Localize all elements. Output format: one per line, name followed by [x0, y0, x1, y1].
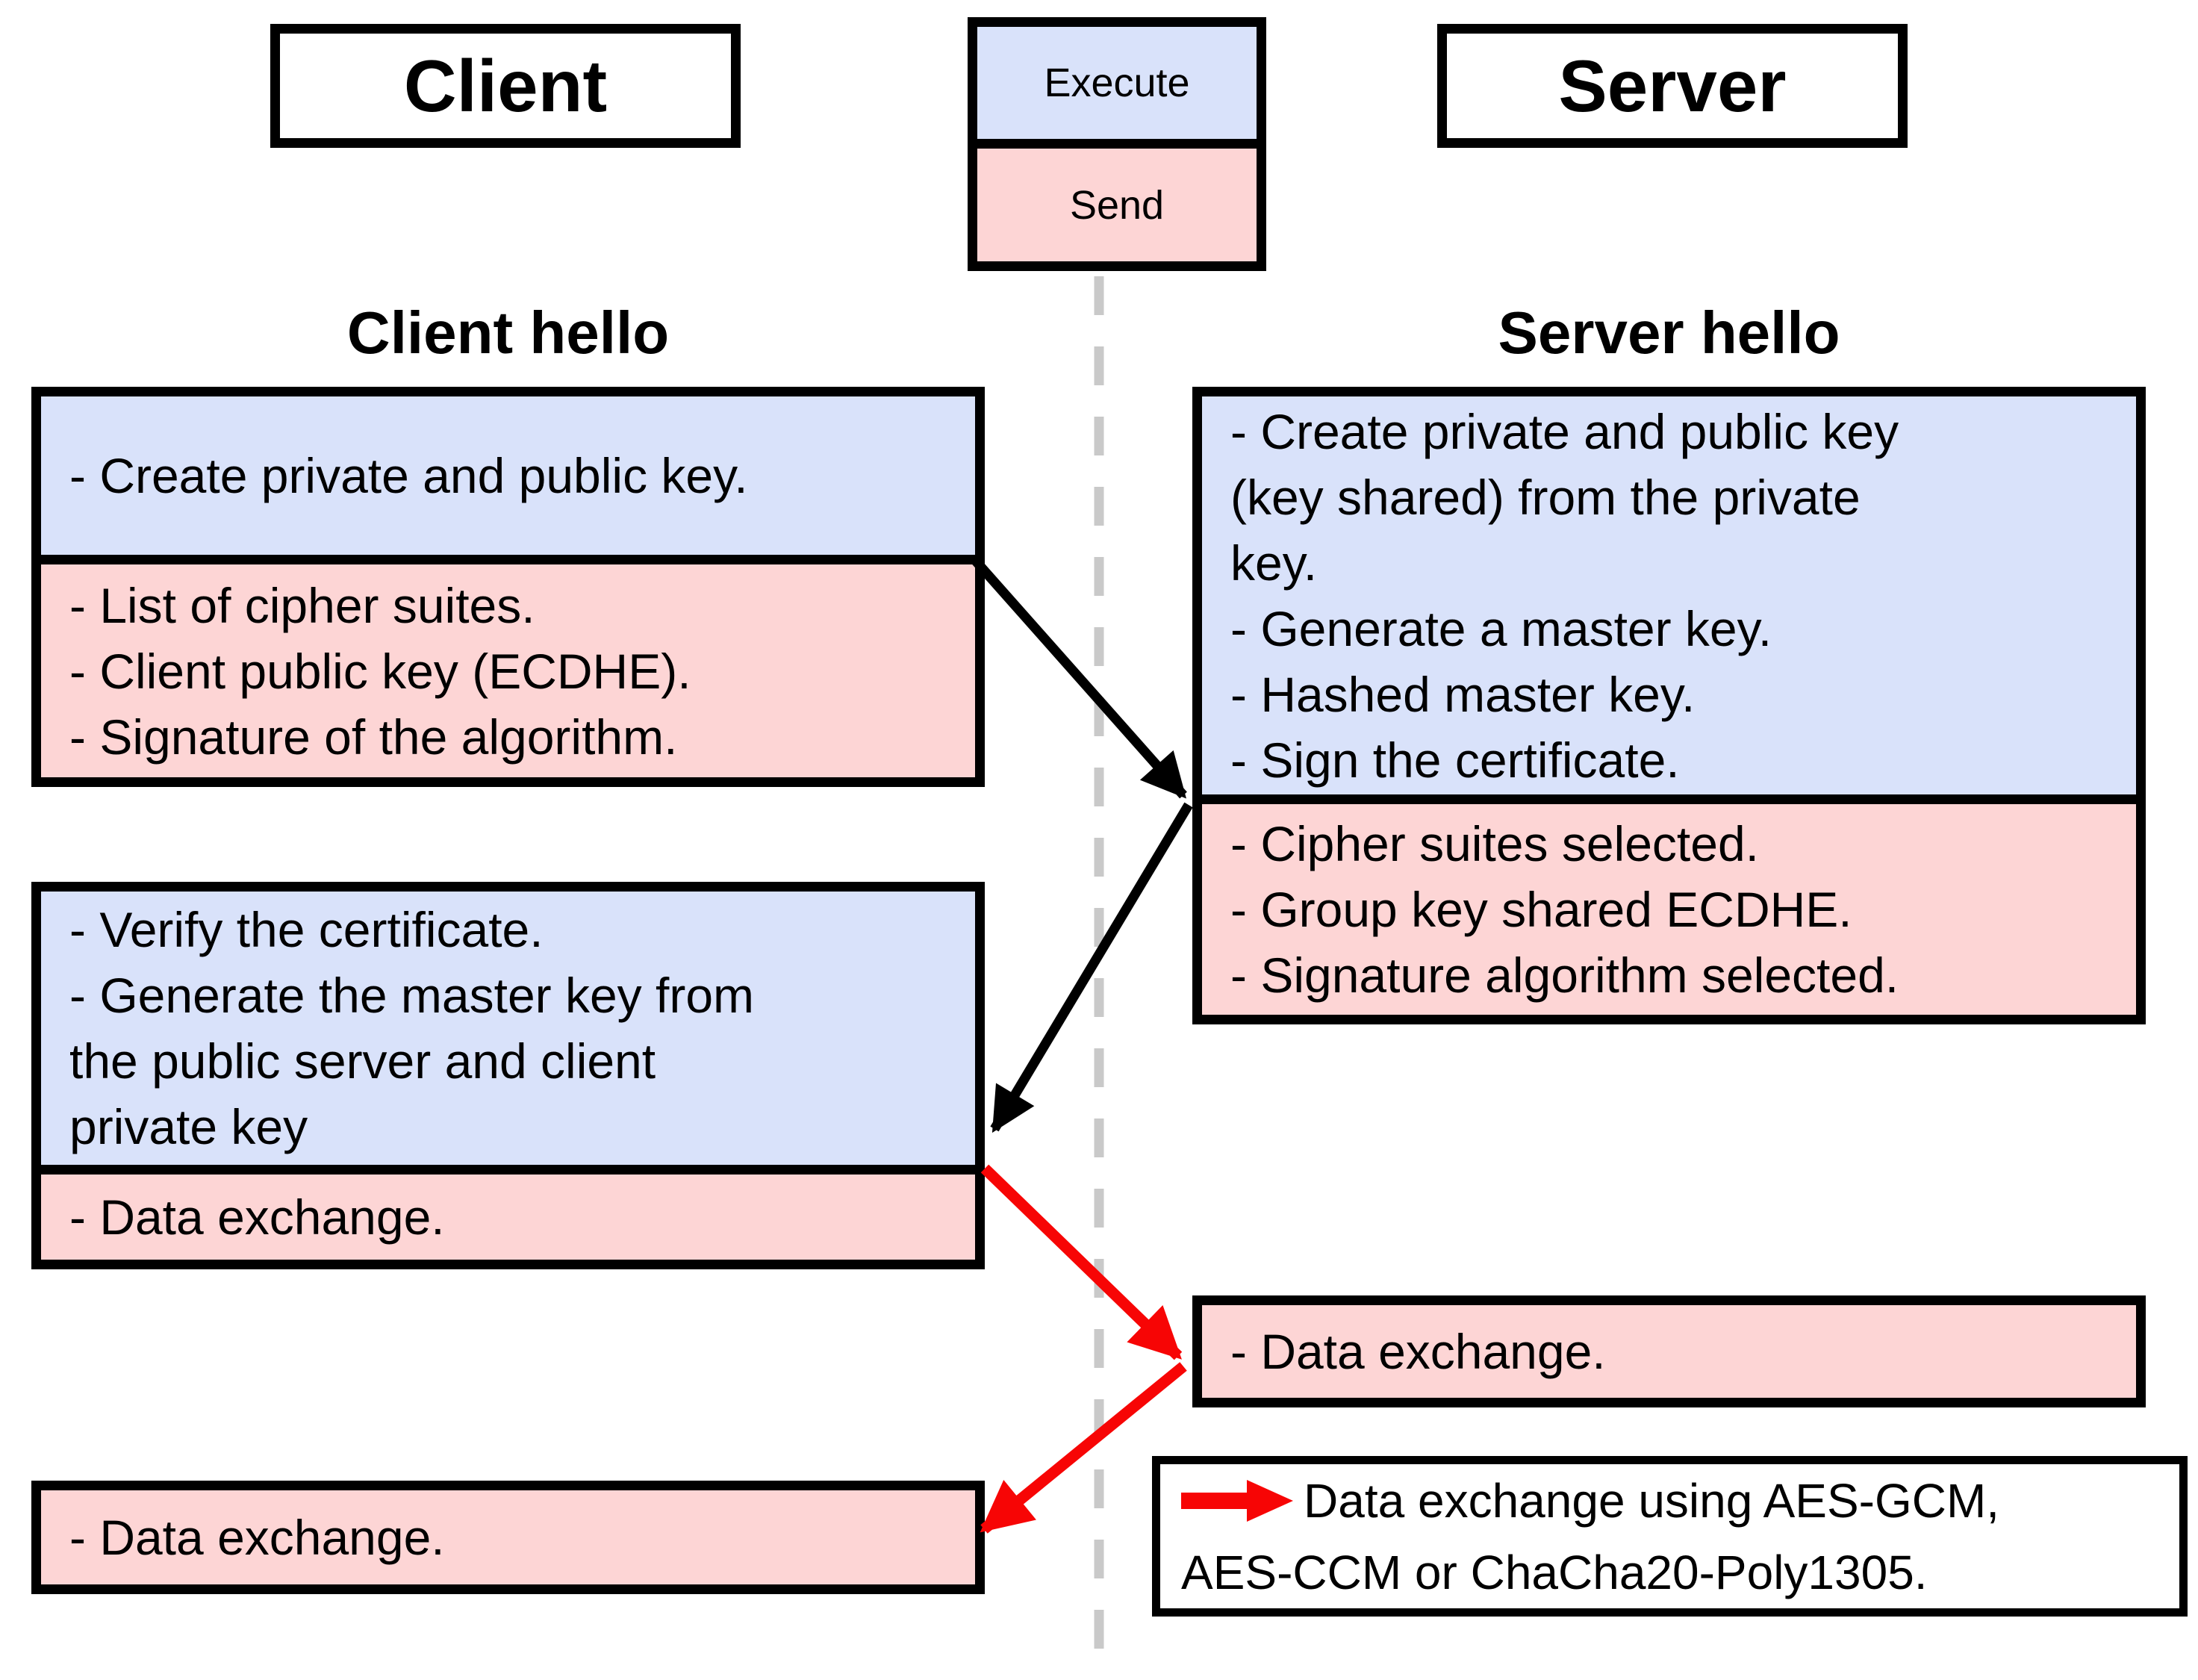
server-data-exchange-section: - Data exchange. [1202, 1305, 2136, 1398]
text-line: - Cipher suites selected. [1230, 816, 1759, 871]
server-hello-heading: Server hello [1498, 299, 1840, 366]
text-line: key. [1230, 535, 1318, 591]
legend-divider [977, 139, 1257, 149]
client-data-exchange-section: - Data exchange. [41, 1490, 975, 1584]
client-data-exchange-box: - Data exchange. [31, 1481, 985, 1594]
client-title-label: Client [403, 44, 608, 127]
red-arrow-client-data-to-server [980, 1164, 1183, 1360]
server-hello-box: - Create private and public key (key sha… [1192, 387, 2146, 1024]
footnote-text-line: Data exchange using AES-GCM, [1304, 1473, 2000, 1528]
footnote-text-line: AES-CCM or ChaCha20-Poly1305. [1181, 1545, 1928, 1599]
text-line: - Data exchange. [1230, 1324, 1606, 1379]
server-data-exchange-box: - Data exchange. [1192, 1295, 2146, 1407]
legend-execute-cell: Execute [977, 27, 1257, 139]
server-title-label: Server [1558, 44, 1787, 127]
text-line: - Data exchange. [69, 1189, 445, 1245]
black-arrow-client-hello-to-server [969, 554, 1187, 799]
black-arrow-server-hello-to-client [990, 802, 1193, 1133]
client-verify-send-section: - Data exchange. [41, 1175, 975, 1260]
text-line: - Verify the certificate. [69, 902, 544, 957]
legend-box: Execute Send [968, 17, 1266, 271]
server-hello-send-section: - Cipher suites selected. - Group key sh… [1202, 804, 2136, 1015]
server-title-box: Server [1437, 24, 1908, 148]
footnote-box: Data exchange using AES-GCM, AES-CCM or … [1152, 1456, 2188, 1617]
legend-send-label: Send [1069, 182, 1165, 228]
text-line: - Client public key (ECDHE). [69, 643, 691, 699]
client-hello-divider [41, 555, 975, 564]
text-line: - Sign the certificate. [1230, 732, 1680, 788]
text-line: (key shared) from the private [1230, 469, 1861, 525]
server-hello-divider [1202, 794, 2136, 804]
text-line: - List of cipher suites. [69, 577, 535, 633]
client-hello-execute-section: - Create private and public key. [41, 396, 975, 555]
data-exchange-arrow-icon [1181, 1479, 1293, 1522]
text-line: - Create private and public key. [69, 448, 748, 503]
legend-execute-label: Execute [1044, 60, 1190, 105]
text-line: - Generate the master key from [69, 968, 755, 1023]
client-verify-divider [41, 1165, 975, 1175]
text-line: - Group key shared ECDHE. [1230, 882, 1852, 937]
client-hello-box: - Create private and public key. - List … [31, 387, 985, 787]
text-line: - Generate a master key. [1230, 600, 1772, 656]
client-title-box: Client [270, 24, 741, 148]
text-line: - Signature algorithm selected. [1230, 948, 1899, 1003]
text-line: the public server and client [69, 1033, 656, 1089]
server-hello-execute-section: - Create private and public key (key sha… [1202, 396, 2136, 794]
text-line: - Create private and public key [1230, 403, 1899, 459]
text-line: - Signature of the algorithm. [69, 709, 678, 765]
client-hello-send-section: - List of cipher suites. - Client public… [41, 564, 975, 777]
client-hello-heading: Client hello [346, 299, 670, 366]
text-line: - Data exchange. [69, 1510, 445, 1565]
legend-send-cell: Send [977, 149, 1257, 261]
client-verify-box: - Verify the certificate. - Generate the… [31, 882, 985, 1269]
text-line: - Hashed master key. [1230, 666, 1696, 722]
text-line: private key [69, 1099, 308, 1154]
client-verify-execute-section: - Verify the certificate. - Generate the… [41, 892, 975, 1165]
